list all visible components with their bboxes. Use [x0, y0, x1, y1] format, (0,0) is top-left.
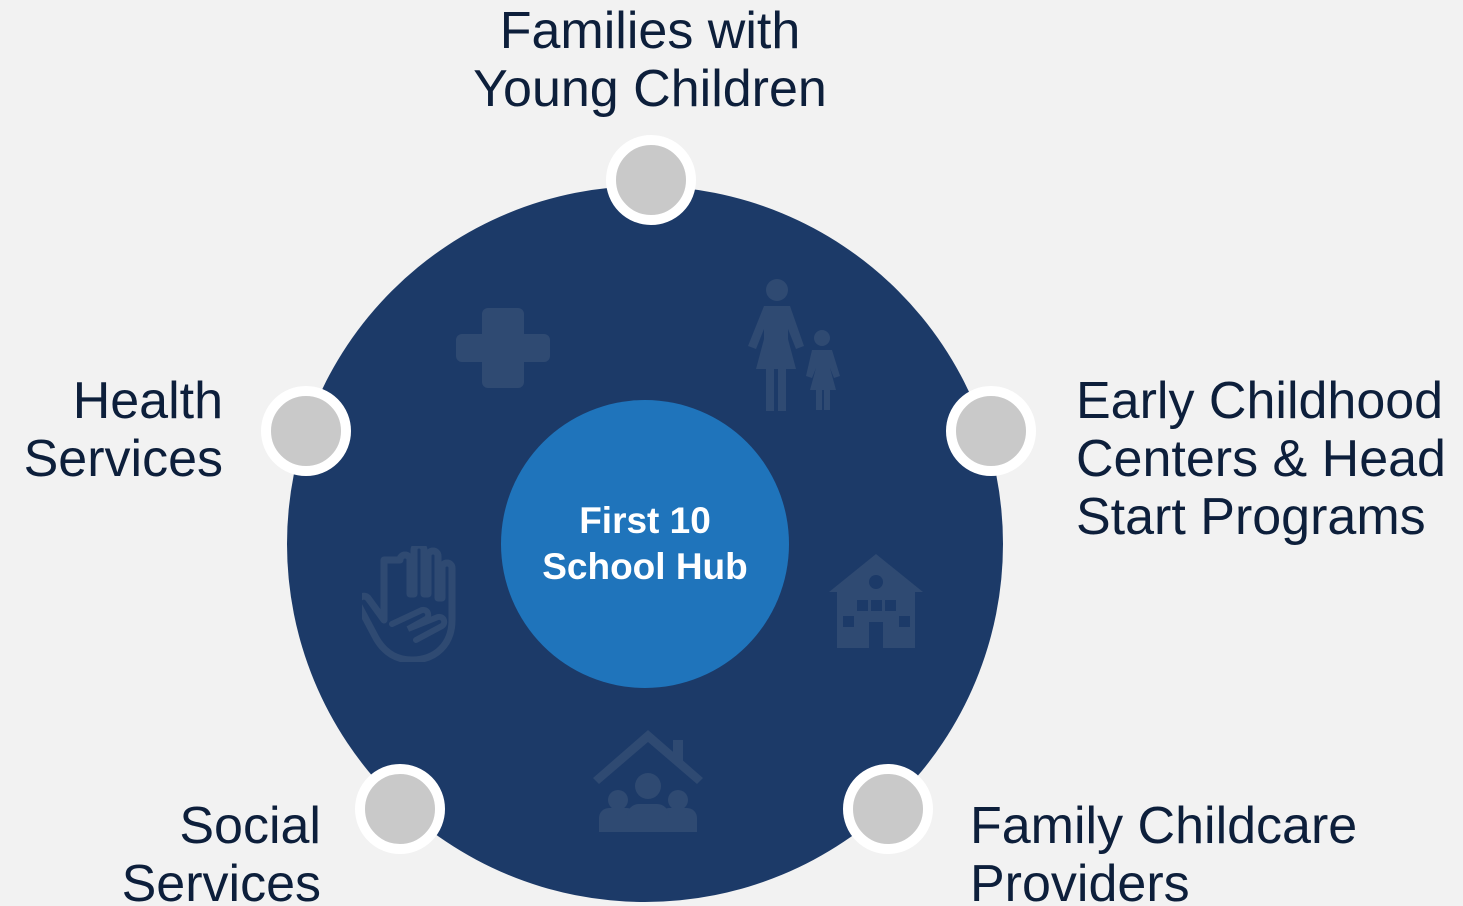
label-early-childhood: Early Childhood Centers & Head Start Pro…	[1076, 372, 1446, 546]
medical-cross-icon	[456, 302, 550, 394]
label-early-childhood-line-3: Start Programs	[1076, 488, 1426, 546]
node-family-childcare	[843, 764, 933, 854]
label-early-childhood-line-1: Early Childhood	[1076, 372, 1444, 430]
label-health-line-2: Services	[23, 430, 223, 488]
house-people-icon	[591, 728, 705, 832]
label-health-line-1: Health	[72, 372, 223, 430]
node-early-childhood	[946, 386, 1036, 476]
label-social: Social Services	[122, 797, 321, 906]
hub-title-line-2: School Hub	[542, 546, 748, 587]
node-social	[355, 764, 445, 854]
label-family-childcare-line-1: Family Childcare	[970, 797, 1358, 855]
label-health: Health Services	[24, 372, 223, 488]
helping-hands-icon	[362, 546, 464, 662]
label-family-childcare-line-2: Providers	[970, 855, 1190, 906]
node-health	[261, 386, 351, 476]
center-hub: First 10 School Hub	[501, 400, 789, 688]
hub-title-line-1: First 10	[579, 500, 711, 541]
label-early-childhood-line-2: Centers & Head	[1076, 430, 1446, 488]
label-families-line-1: Families with	[499, 2, 801, 60]
label-families-line-2: Young Children	[473, 60, 827, 118]
node-families	[606, 135, 696, 225]
label-family-childcare: Family Childcare Providers	[970, 797, 1357, 906]
label-social-line-1: Social	[179, 797, 321, 855]
family-icon	[744, 278, 844, 412]
label-social-line-2: Services	[121, 855, 321, 906]
school-building-icon	[827, 552, 925, 650]
label-families: Families with Young Children	[0, 2, 1300, 118]
